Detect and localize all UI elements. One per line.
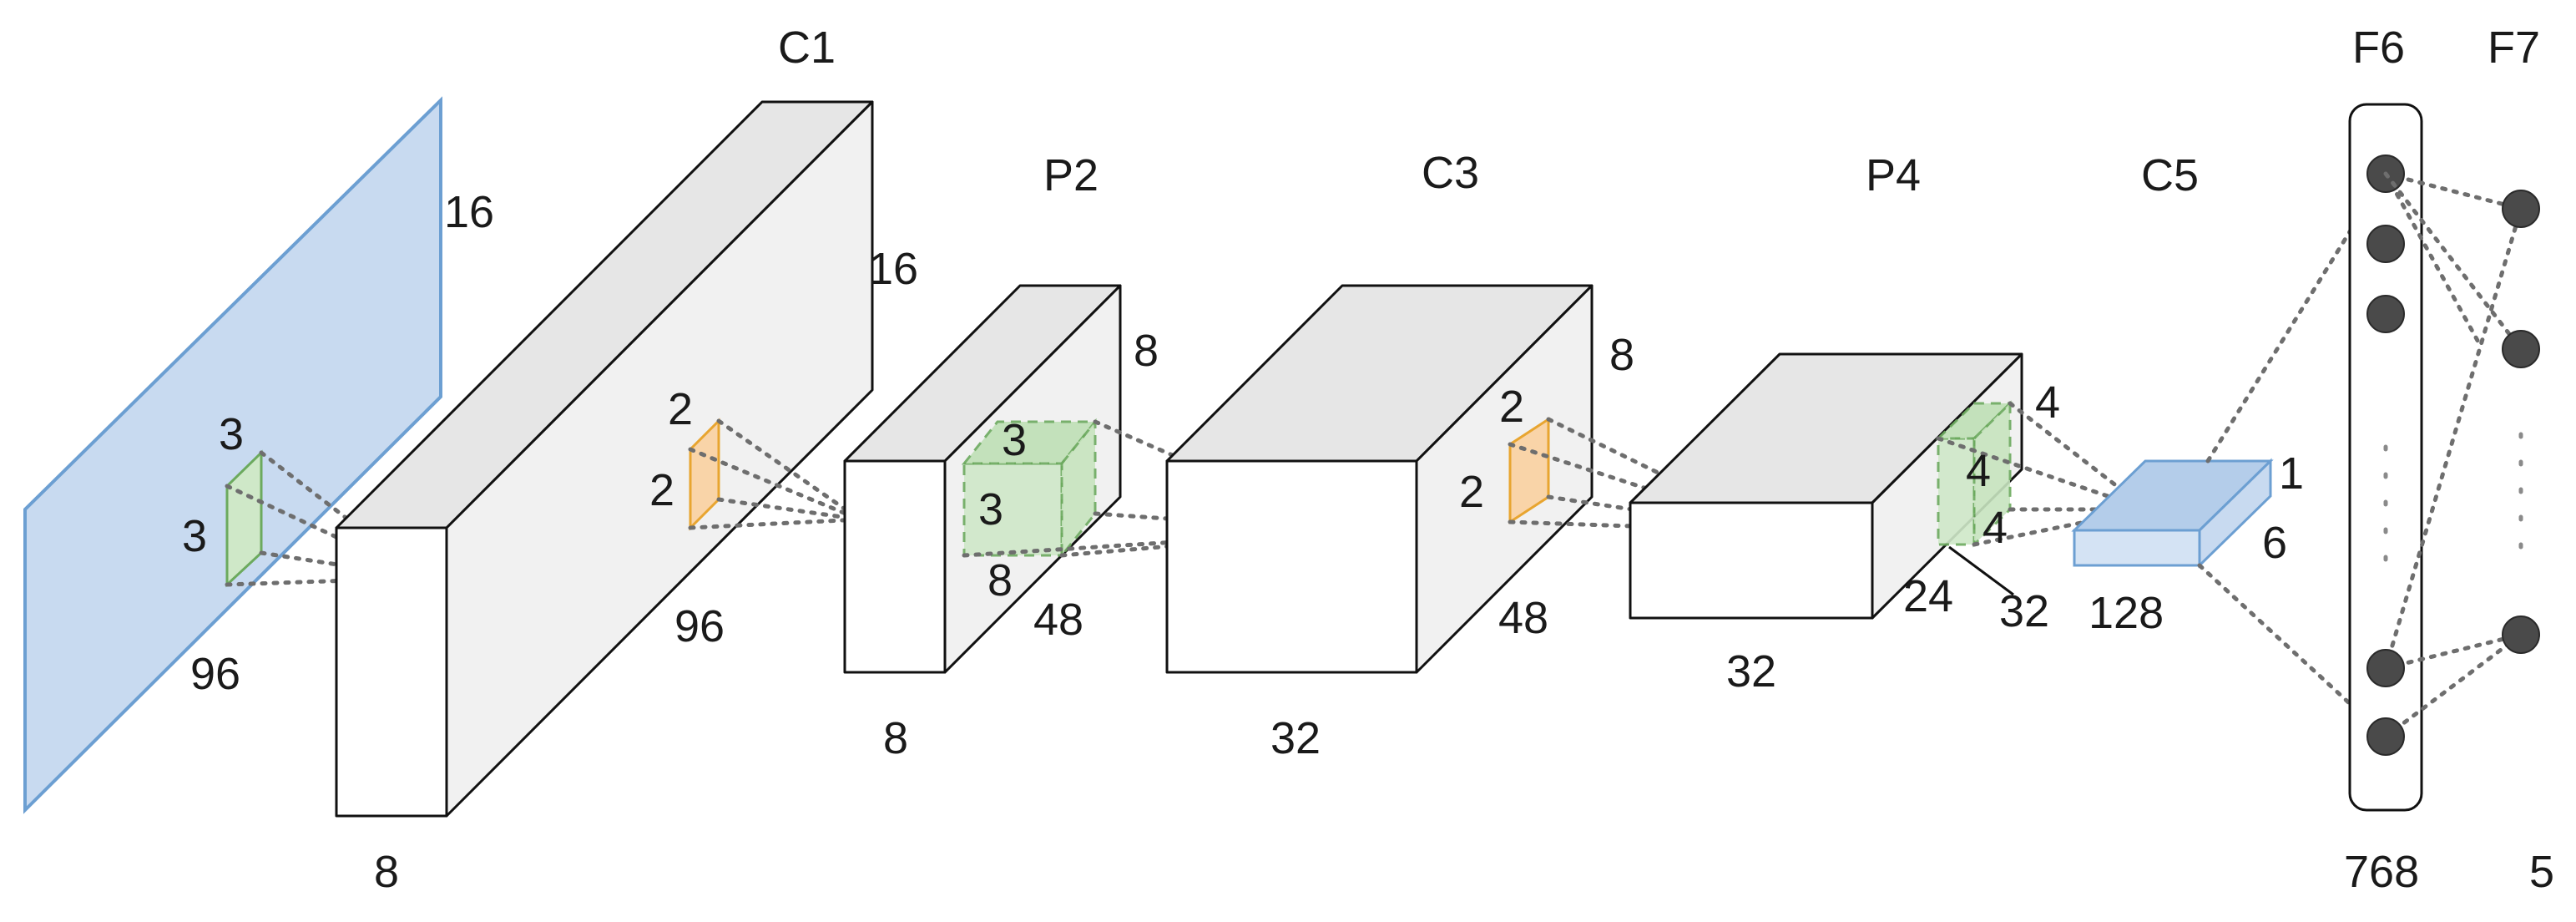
conv5-kernel-d-label: 4 — [2035, 377, 2060, 428]
p2-label: P2 — [1043, 150, 1099, 200]
f6-layer: F6 768 — [2344, 23, 2523, 897]
f6-neuron — [2366, 717, 2405, 756]
c1-height-label: 96 — [674, 601, 725, 651]
conv1-kernel-w-label: 3 — [182, 511, 207, 561]
f6-neuron — [2366, 649, 2405, 687]
c1-block: C1 16 96 8 2 2 — [335, 23, 918, 897]
p4-block: P4 24 32 32 4 4 4 — [1629, 150, 2149, 697]
p2-depth-label: 8 — [1134, 326, 1159, 376]
pool4-kernel-w-label: 2 — [1459, 467, 1484, 517]
p2-front-face — [843, 459, 947, 674]
f7-layer: F7 5 — [2383, 23, 2554, 897]
conv5-kernel-w-label: 4 — [1983, 503, 2008, 553]
c3-label: C3 — [1422, 148, 1479, 198]
input-depth-label: 16 — [444, 187, 494, 237]
pool4-kernel-h-label: 2 — [1499, 382, 1524, 432]
f6-label: F6 — [2352, 23, 2405, 73]
f7-units-label: 5 — [2529, 847, 2554, 897]
p4-front-face — [1629, 501, 1874, 620]
c5-front-face — [2073, 529, 2201, 567]
conv3-kernel-h-label: 3 — [1002, 415, 1027, 465]
c3-front-face — [1165, 459, 1418, 674]
pool2-kernel-w-label: 2 — [649, 465, 674, 515]
p4-width-label: 32 — [1726, 646, 1776, 697]
conv3-kernel-w-label: 3 — [978, 484, 1003, 534]
c1-label: C1 — [778, 23, 836, 73]
f6-units-label: 768 — [2344, 847, 2419, 897]
f6-neuron — [2366, 225, 2405, 263]
conv3-kernel-d-label: 8 — [987, 555, 1013, 605]
conv1-kernel-h-label: 3 — [219, 409, 244, 459]
conv3-kernel-icon — [961, 418, 1099, 560]
f6-container — [2348, 103, 2423, 812]
f7-label: F7 — [2488, 23, 2540, 73]
p2-block: P2 8 48 8 3 3 8 — [843, 150, 1351, 763]
p2-height-label: 48 — [1033, 595, 1083, 645]
p4-depth-label: 32 — [1999, 586, 2049, 636]
input-plane: 3 3 96 16 — [23, 96, 494, 814]
p4-depth-pointer — [1948, 545, 2014, 596]
c5-label: C5 — [2141, 150, 2199, 200]
c3-depth-label: 8 — [1609, 330, 1634, 380]
input-plane-face — [23, 96, 442, 814]
c5-block: C5 1 6 128 — [2071, 150, 2388, 739]
c1-depth-label: 16 — [868, 244, 918, 294]
f7-neuron — [2502, 330, 2540, 368]
c5-width-label: 128 — [2089, 588, 2164, 638]
c3-height-label: 48 — [1498, 593, 1548, 643]
conv5-kernel-h-label: 4 — [1966, 446, 1991, 496]
f6-neuron — [2366, 295, 2405, 333]
c1-front-face — [335, 526, 448, 818]
input-height-label: 96 — [190, 649, 240, 699]
c5-depth-label: 1 — [2279, 448, 2304, 499]
c1-width-label: 8 — [374, 847, 399, 897]
c3-width-label: 32 — [1270, 713, 1321, 763]
pool2-kernel-h-label: 2 — [668, 384, 693, 434]
c5-height-label: 6 — [2262, 518, 2287, 568]
p2-width-label: 8 — [883, 713, 908, 763]
p4-height-label: 24 — [1903, 571, 1953, 621]
p4-label: P4 — [1866, 150, 1921, 200]
f7-neuron — [2502, 190, 2540, 228]
f7-neuron — [2502, 616, 2540, 654]
